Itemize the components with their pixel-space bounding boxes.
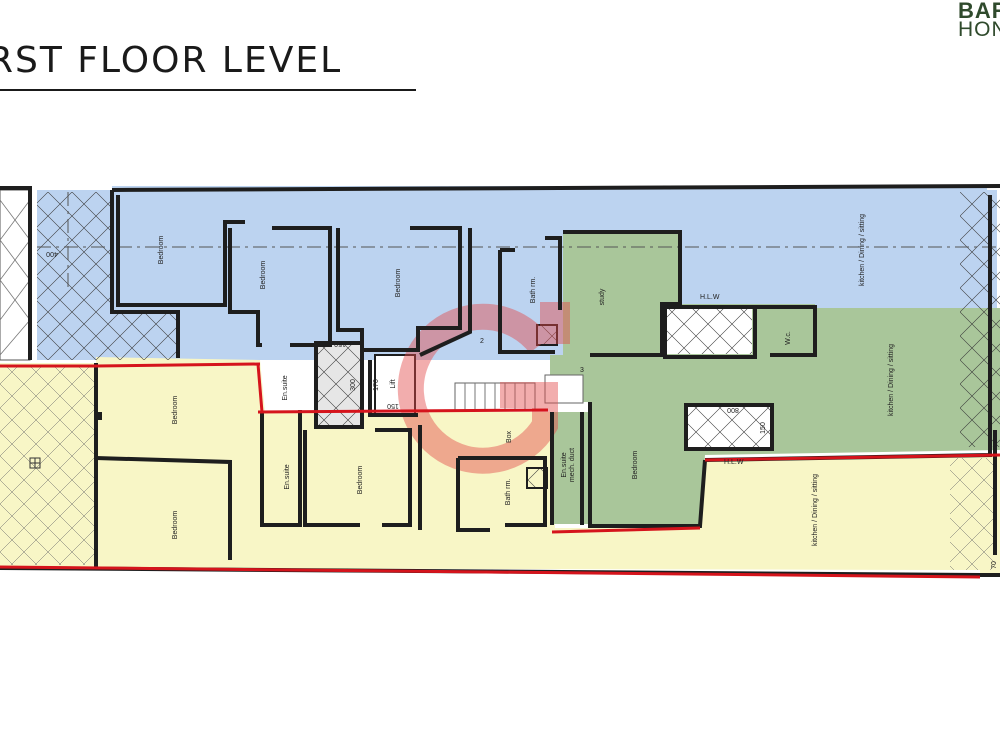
- lightwell-hatch-top: [667, 309, 752, 354]
- stair-number-3: 3: [580, 367, 584, 374]
- room-label-blue-ensuite: En.suite: [282, 375, 289, 400]
- room-label-blue-bath: Bath rm.: [530, 277, 537, 304]
- room-label-green-study: study: [599, 288, 606, 305]
- room-label-yellow-ensuite: En.suite: [284, 464, 291, 489]
- label-hlw-bottom: H.L.W: [724, 459, 744, 466]
- page-title: RST FLOOR LEVEL: [0, 40, 343, 81]
- boundary-lines: [0, 362, 1000, 579]
- duct-hatch: [526, 324, 558, 489]
- dim-400-left: 400: [46, 250, 58, 257]
- room-label-blue-kitchen: kitchen / Dining / sitting: [859, 214, 866, 286]
- room-label-yellow-bedroom-2: Bedroom: [172, 511, 179, 540]
- room-label-lift: Lift: [390, 379, 397, 388]
- room-label-yellow-bedroom-3: Bedroom: [357, 466, 364, 495]
- room-label-green-bedroom: Bedroom: [632, 451, 639, 480]
- room-label-yellow-box: Box: [506, 430, 513, 443]
- room-label-yellow-bedroom-1: Bedroom: [172, 396, 179, 425]
- hatched-terrace-right-blue: [960, 192, 1000, 447]
- hatched-terrace-left-blue: [37, 192, 177, 360]
- title-underline: [0, 89, 416, 91]
- void-shaft-left: [0, 189, 31, 361]
- dim-300: 300: [350, 379, 357, 391]
- stair-number-2: 2: [480, 338, 484, 345]
- label-hlw-top: H.L.W: [700, 294, 720, 301]
- dim-800: 800: [727, 406, 739, 413]
- floor-trap-symbol: [29, 457, 41, 469]
- lightwell-hatch-bottom: [688, 407, 770, 447]
- room-label-yellow-bath: Bath rm.: [505, 479, 512, 506]
- brand-logo-line2: HON: [958, 18, 1000, 41]
- staircase: [374, 354, 584, 416]
- room-label-yellow-kitchen: kitchen / Dining / sitting: [812, 474, 819, 546]
- hatched-terrace-left-yellow: [0, 365, 96, 565]
- dim-150-right: 150: [760, 422, 767, 434]
- room-label-blue-bedroom-2: Bedroom: [260, 261, 267, 290]
- brand-logo-line1: BAR: [958, 0, 1000, 23]
- dim-70: 70: [991, 561, 998, 569]
- dim-150-top: 150: [334, 340, 346, 347]
- room-label-blue-bedroom-1: Bedroom: [158, 236, 165, 265]
- room-label-blue-bedroom-3: Bedroom: [395, 269, 402, 298]
- room-label-green-kitchen: kitchen / Dining / sitting: [888, 344, 895, 416]
- room-label-green-wc: W.c.: [785, 331, 792, 345]
- room-label-green-ensuite: En.suite: [561, 452, 568, 477]
- watermark-logo: [397, 302, 570, 474]
- dim-150-lift: 150: [387, 402, 399, 409]
- hatched-terrace-right-yellow: [950, 458, 995, 570]
- room-label-mech-duct: mech. duct: [569, 448, 576, 482]
- dim-170: 170: [373, 379, 380, 391]
- yellow-apartment-zone: [0, 357, 1000, 575]
